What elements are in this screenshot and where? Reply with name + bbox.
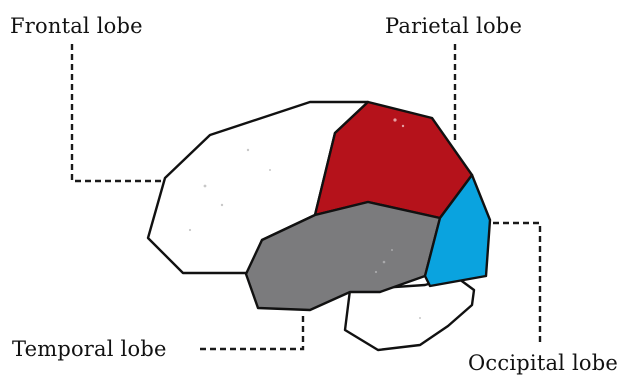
temporal-leader-line xyxy=(200,312,303,349)
frontal-lobe-label: Frontal lobe xyxy=(10,14,143,38)
temporal-lobe-label: Temporal lobe xyxy=(12,337,167,361)
occipital-leader-line xyxy=(493,223,540,345)
occipital-lobe-label: Occipital lobe xyxy=(468,351,618,375)
parietal-lobe-label: Parietal lobe xyxy=(385,14,522,38)
frontal-leader-line xyxy=(72,44,165,181)
